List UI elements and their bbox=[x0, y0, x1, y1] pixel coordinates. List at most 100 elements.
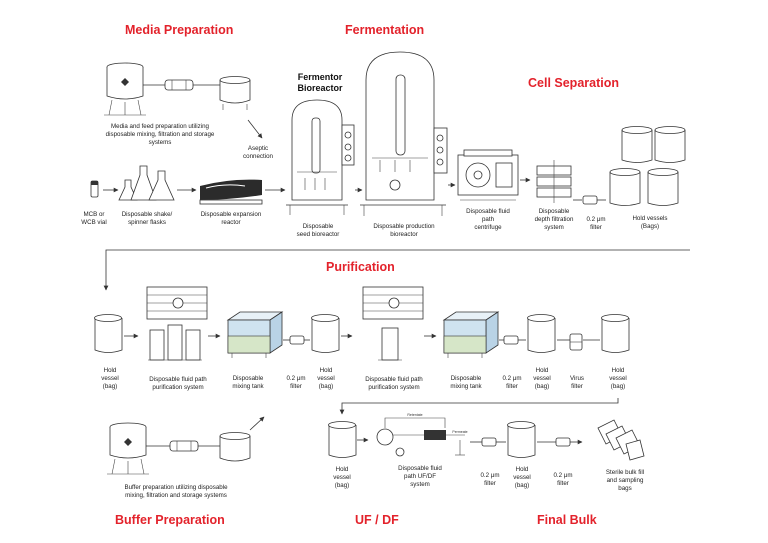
label-sterile-1: Sterile bulk fill bbox=[606, 469, 644, 476]
label-hold-f-2: vessel bbox=[513, 474, 531, 481]
label-hold-d-3: (bag) bbox=[611, 383, 625, 390]
purification-system-2-icon bbox=[362, 286, 424, 361]
hold-vessel-c-icon bbox=[527, 314, 556, 353]
virus-filter-icon bbox=[569, 333, 583, 351]
label-hold-f-3: (bag) bbox=[515, 482, 529, 489]
label-hold-a-3: (bag) bbox=[103, 383, 117, 390]
aseptic-arrow bbox=[247, 119, 263, 139]
label-depth-3: system bbox=[544, 224, 564, 231]
label-virus-1: Virus bbox=[570, 375, 584, 382]
label-buffer-1: Buffer preparation utilizing disposable bbox=[124, 484, 228, 491]
hold-vessels-cluster bbox=[609, 126, 686, 206]
label-expansion-1: Disposable expansion bbox=[201, 211, 262, 218]
title-cell-separation: Cell Separation bbox=[528, 76, 619, 90]
centrifuge-icon bbox=[457, 149, 519, 201]
label-filter-5b: filter bbox=[557, 480, 569, 487]
mixing-tank-2-icon bbox=[442, 311, 500, 358]
filter-2-icon bbox=[289, 335, 305, 345]
title-final-bulk: Final Bulk bbox=[537, 513, 597, 527]
label-depth-1: Disposable bbox=[539, 208, 570, 215]
label-sterile-3: bags bbox=[618, 485, 631, 492]
hold-vessel-b-icon bbox=[311, 314, 340, 353]
label-centrifuge-3: centrifuge bbox=[474, 224, 502, 231]
hold-vessel-e-icon bbox=[328, 421, 357, 458]
label-mix2-b: mixing tank bbox=[450, 383, 482, 390]
label-hold-vessels-2: (Bags) bbox=[641, 223, 659, 230]
purification-system-1-icon bbox=[146, 286, 208, 361]
label-hold-vessels-1: Hold vessels bbox=[632, 215, 667, 222]
label-production-1: Disposable production bbox=[373, 223, 435, 230]
mixing-tank-1-icon bbox=[226, 311, 284, 358]
label-filter-4b: filter bbox=[484, 480, 496, 487]
label-seed-2: seed bioreactor bbox=[297, 231, 340, 238]
sterile-bags-icon bbox=[597, 419, 645, 461]
label-hold-e-1: Hold bbox=[336, 466, 349, 473]
label-hold-b-2: vessel bbox=[317, 375, 335, 382]
label-mcb-1: MCB or bbox=[84, 211, 105, 218]
fermentor-label-1: Fermentor bbox=[298, 72, 343, 82]
label-media-feed-2: disposable mixing, filtration and storag… bbox=[106, 131, 215, 138]
label-hold-d-1: Hold bbox=[612, 367, 625, 374]
depth-filtration-icon bbox=[536, 160, 572, 203]
media-mixing-tank bbox=[104, 62, 146, 116]
label-buffer-2: mixing, filtration and storage systems bbox=[125, 492, 227, 499]
connector-row1-row2 bbox=[103, 249, 690, 291]
label-aseptic-1: Aseptic bbox=[248, 145, 268, 152]
label-hold-c-2: vessel bbox=[533, 375, 551, 382]
buffer-out-arrow bbox=[249, 416, 265, 431]
label-seed-1: Disposable bbox=[303, 223, 334, 230]
label-sterile-2: and sampling bbox=[607, 477, 644, 484]
title-buffer-preparation: Buffer Preparation bbox=[115, 513, 225, 527]
production-bioreactor-icon bbox=[360, 51, 448, 216]
filter-5-icon bbox=[555, 437, 571, 447]
label-media-feed-1: Media and feed preparation utilizing bbox=[111, 123, 210, 130]
title-purification: Purification bbox=[326, 260, 395, 274]
label-hold-d-2: vessel bbox=[609, 375, 627, 382]
label-hold-e-2: vessel bbox=[333, 474, 351, 481]
connector-row2-row3 bbox=[339, 398, 619, 415]
filter-1-icon bbox=[582, 195, 598, 205]
label-ufdf-3: system bbox=[410, 481, 430, 488]
label-hold-e-3: (bag) bbox=[335, 482, 349, 489]
label-centrifuge-2: path bbox=[482, 216, 495, 223]
buffer-filter bbox=[169, 440, 199, 452]
label-purif-2b: purification system bbox=[368, 384, 419, 391]
label-filter-3b: filter bbox=[506, 383, 518, 390]
label-mix2-a: Disposable bbox=[451, 375, 482, 382]
label-ufdf-2: path UF/DF bbox=[404, 473, 436, 480]
label-mcb-2: WCB vial bbox=[81, 219, 106, 226]
label-aseptic-2: connection bbox=[243, 153, 273, 160]
label-centrifuge-1: Disposable fluid bbox=[466, 208, 510, 215]
label-mix1-a: Disposable bbox=[233, 375, 264, 382]
label-filter-1a: 0.2 μm bbox=[586, 216, 605, 223]
label-purif-1a: Disposable fluid path bbox=[149, 376, 207, 383]
title-uf-df: UF / DF bbox=[355, 513, 399, 527]
label-hold-b-1: Hold bbox=[320, 367, 333, 374]
hold-vessel-d-icon bbox=[601, 314, 630, 353]
label-filter-2b: filter bbox=[290, 383, 302, 390]
label-expansion-2: reactor bbox=[221, 219, 240, 226]
title-fermentation: Fermentation bbox=[345, 23, 424, 37]
fermentor-label-2: Bioreactor bbox=[297, 83, 343, 93]
label-hold-c-3: (bag) bbox=[535, 383, 549, 390]
label-hold-a-1: Hold bbox=[104, 367, 117, 374]
label-filter-5a: 0.2 μm bbox=[553, 472, 572, 479]
media-filter bbox=[164, 79, 194, 91]
shake-flasks-icon bbox=[118, 165, 175, 201]
label-virus-2: filter bbox=[571, 383, 583, 390]
label-media-feed-3: systems bbox=[149, 139, 172, 146]
hold-vessel-a-icon bbox=[94, 314, 123, 353]
seed-bioreactor-icon bbox=[286, 99, 355, 215]
label-filter-1b: filter bbox=[590, 224, 602, 231]
ufdf-system-icon: Retentate Permeate bbox=[376, 413, 468, 457]
label-hold-a-2: vessel bbox=[101, 375, 119, 382]
label-production-2: bioreactor bbox=[390, 231, 418, 238]
mcb-vial-icon bbox=[90, 180, 99, 198]
label-shake-flasks-2: spinner flasks bbox=[128, 219, 166, 226]
expansion-reactor-icon bbox=[199, 179, 263, 205]
filter-3-icon bbox=[503, 335, 519, 345]
label-filter-4a: 0.2 μm bbox=[480, 472, 499, 479]
svg-text:Retentate: Retentate bbox=[407, 413, 422, 417]
buffer-mixing-tank bbox=[107, 422, 149, 475]
